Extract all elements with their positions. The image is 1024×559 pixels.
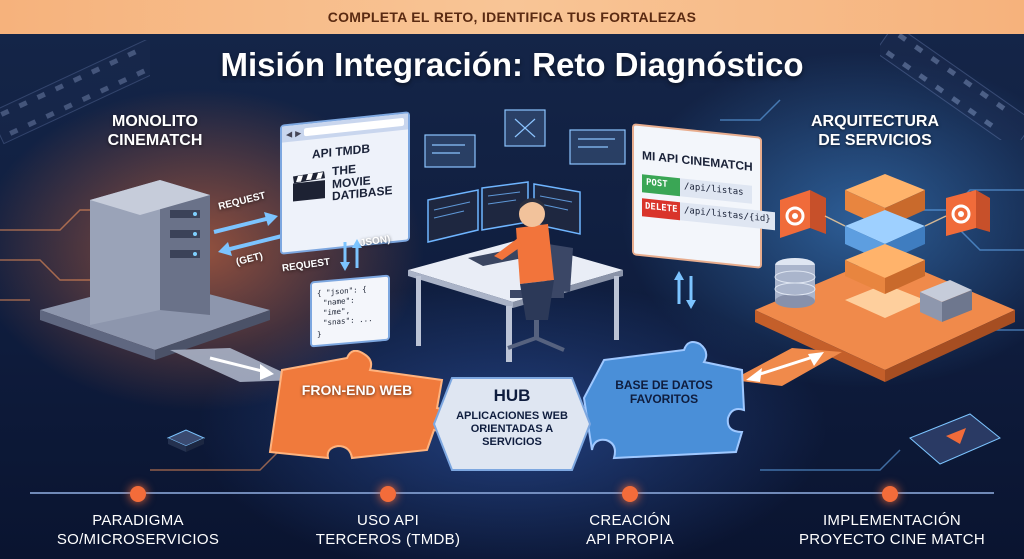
architecture-label-line2: DE SERVICIOS: [818, 132, 932, 150]
film-strip-left-icon: [0, 40, 150, 145]
timeline-step-1: PARADIGMA SO/MICROSERVICIOS: [33, 512, 243, 550]
timeline-dot-3: [622, 486, 638, 502]
hub-title: HUB: [493, 386, 531, 405]
architecture-label: ARQUITECTURA DE SERVICIOS: [790, 112, 960, 150]
timeline-step-4: IMPLEMENTACIÓN PROYECTO CINE MATCH: [785, 512, 999, 550]
timeline-step-3-line2: API PROPIA: [585, 530, 675, 548]
clapperboard-icon: [293, 171, 325, 202]
hub-subtitle: APLICACIONES WEB ORIENTADAS A SERVICIOS: [456, 410, 568, 449]
bridge-left: [170, 348, 300, 382]
puzzle-database-label: BASE DE DATOS FAVORITOS: [615, 378, 713, 407]
architecture-label-line1: ARQUITECTURA: [811, 113, 939, 130]
tmdb-logo: THE MOVIE DATIBASE: [332, 159, 392, 204]
server-icon: [40, 180, 270, 360]
timeline-step-3-line1: CREACIÓN: [589, 512, 671, 529]
forward-icon: ▶: [295, 128, 302, 138]
timeline-dot-4: [882, 486, 898, 502]
banner-text: COMPLETA EL RETO, IDENTIFICA TUS FORTALE…: [327, 9, 697, 25]
film-strip-right-icon: [880, 30, 1024, 140]
tmdb-browser-window: ◀ ▶ API TMDB THE MOVIE DATIBASE: [280, 111, 410, 255]
delete-method-badge: DELETE: [642, 198, 680, 221]
bridge-right: [732, 348, 842, 386]
floating-screens: [424, 109, 626, 168]
puzzle-frontend-label: FRON-END WEB: [301, 382, 413, 398]
monolith-label-line1: MONOLITO: [112, 113, 198, 130]
timeline-step-2: USO API TERCEROS (TMDB): [283, 512, 493, 550]
challenge-banner: COMPLETA EL RETO, IDENTIFICA TUS FORTALE…: [0, 0, 1024, 34]
back-icon: ◀: [286, 129, 293, 139]
post-method-badge: POST: [642, 174, 680, 197]
services-architecture-icon: [755, 174, 1015, 382]
timeline-step-4-line2: PROYECTO CINE MATCH: [799, 530, 985, 548]
page-title: Misión Integración: Reto Diagnóstico: [220, 46, 804, 83]
json-snippet-card: { "json": { "name": "ime", "snas": ... }: [310, 274, 390, 348]
address-bar: [304, 117, 404, 137]
chip-icon: [166, 429, 206, 452]
developer-desk-icon: [408, 181, 623, 362]
monolith-label: MONOLITO CINEMATCH: [80, 112, 230, 150]
timeline-step-2-line1: USO API: [356, 512, 420, 529]
post-path: /api/listas: [680, 178, 752, 204]
arrow-right-icon: [213, 212, 278, 234]
my-api-title: MI API CINEMATCH: [642, 148, 753, 174]
timeline-track: [30, 492, 994, 494]
arrow-left-icon: [218, 234, 283, 256]
puzzle-database-icon: [582, 341, 746, 460]
timeline-step-2-line2: TERCEROS (TMDB): [315, 530, 461, 548]
timeline-dot-2: [380, 486, 396, 502]
arrow-vertical-icon: [340, 239, 362, 271]
my-api-panel: MI API CINEMATCH POST /api/listas DELETE…: [632, 123, 775, 269]
arrow-vertical-right-icon: [674, 271, 696, 309]
timeline-step-3: CREACIÓN API PROPIA: [525, 512, 735, 550]
hub-hexagon-icon: [432, 377, 592, 471]
monolith-label-line2: CINEMATCH: [107, 132, 203, 150]
timeline-step-1-line1: PARADIGMA: [92, 512, 184, 529]
timeline-step-1-line2: SO/MICROSERVICIOS: [56, 530, 220, 548]
video-player-icon: [909, 413, 1001, 465]
timeline-step-4-line1: IMPLEMENTACIÓN: [822, 512, 962, 529]
timeline-dot-1: [130, 486, 146, 502]
